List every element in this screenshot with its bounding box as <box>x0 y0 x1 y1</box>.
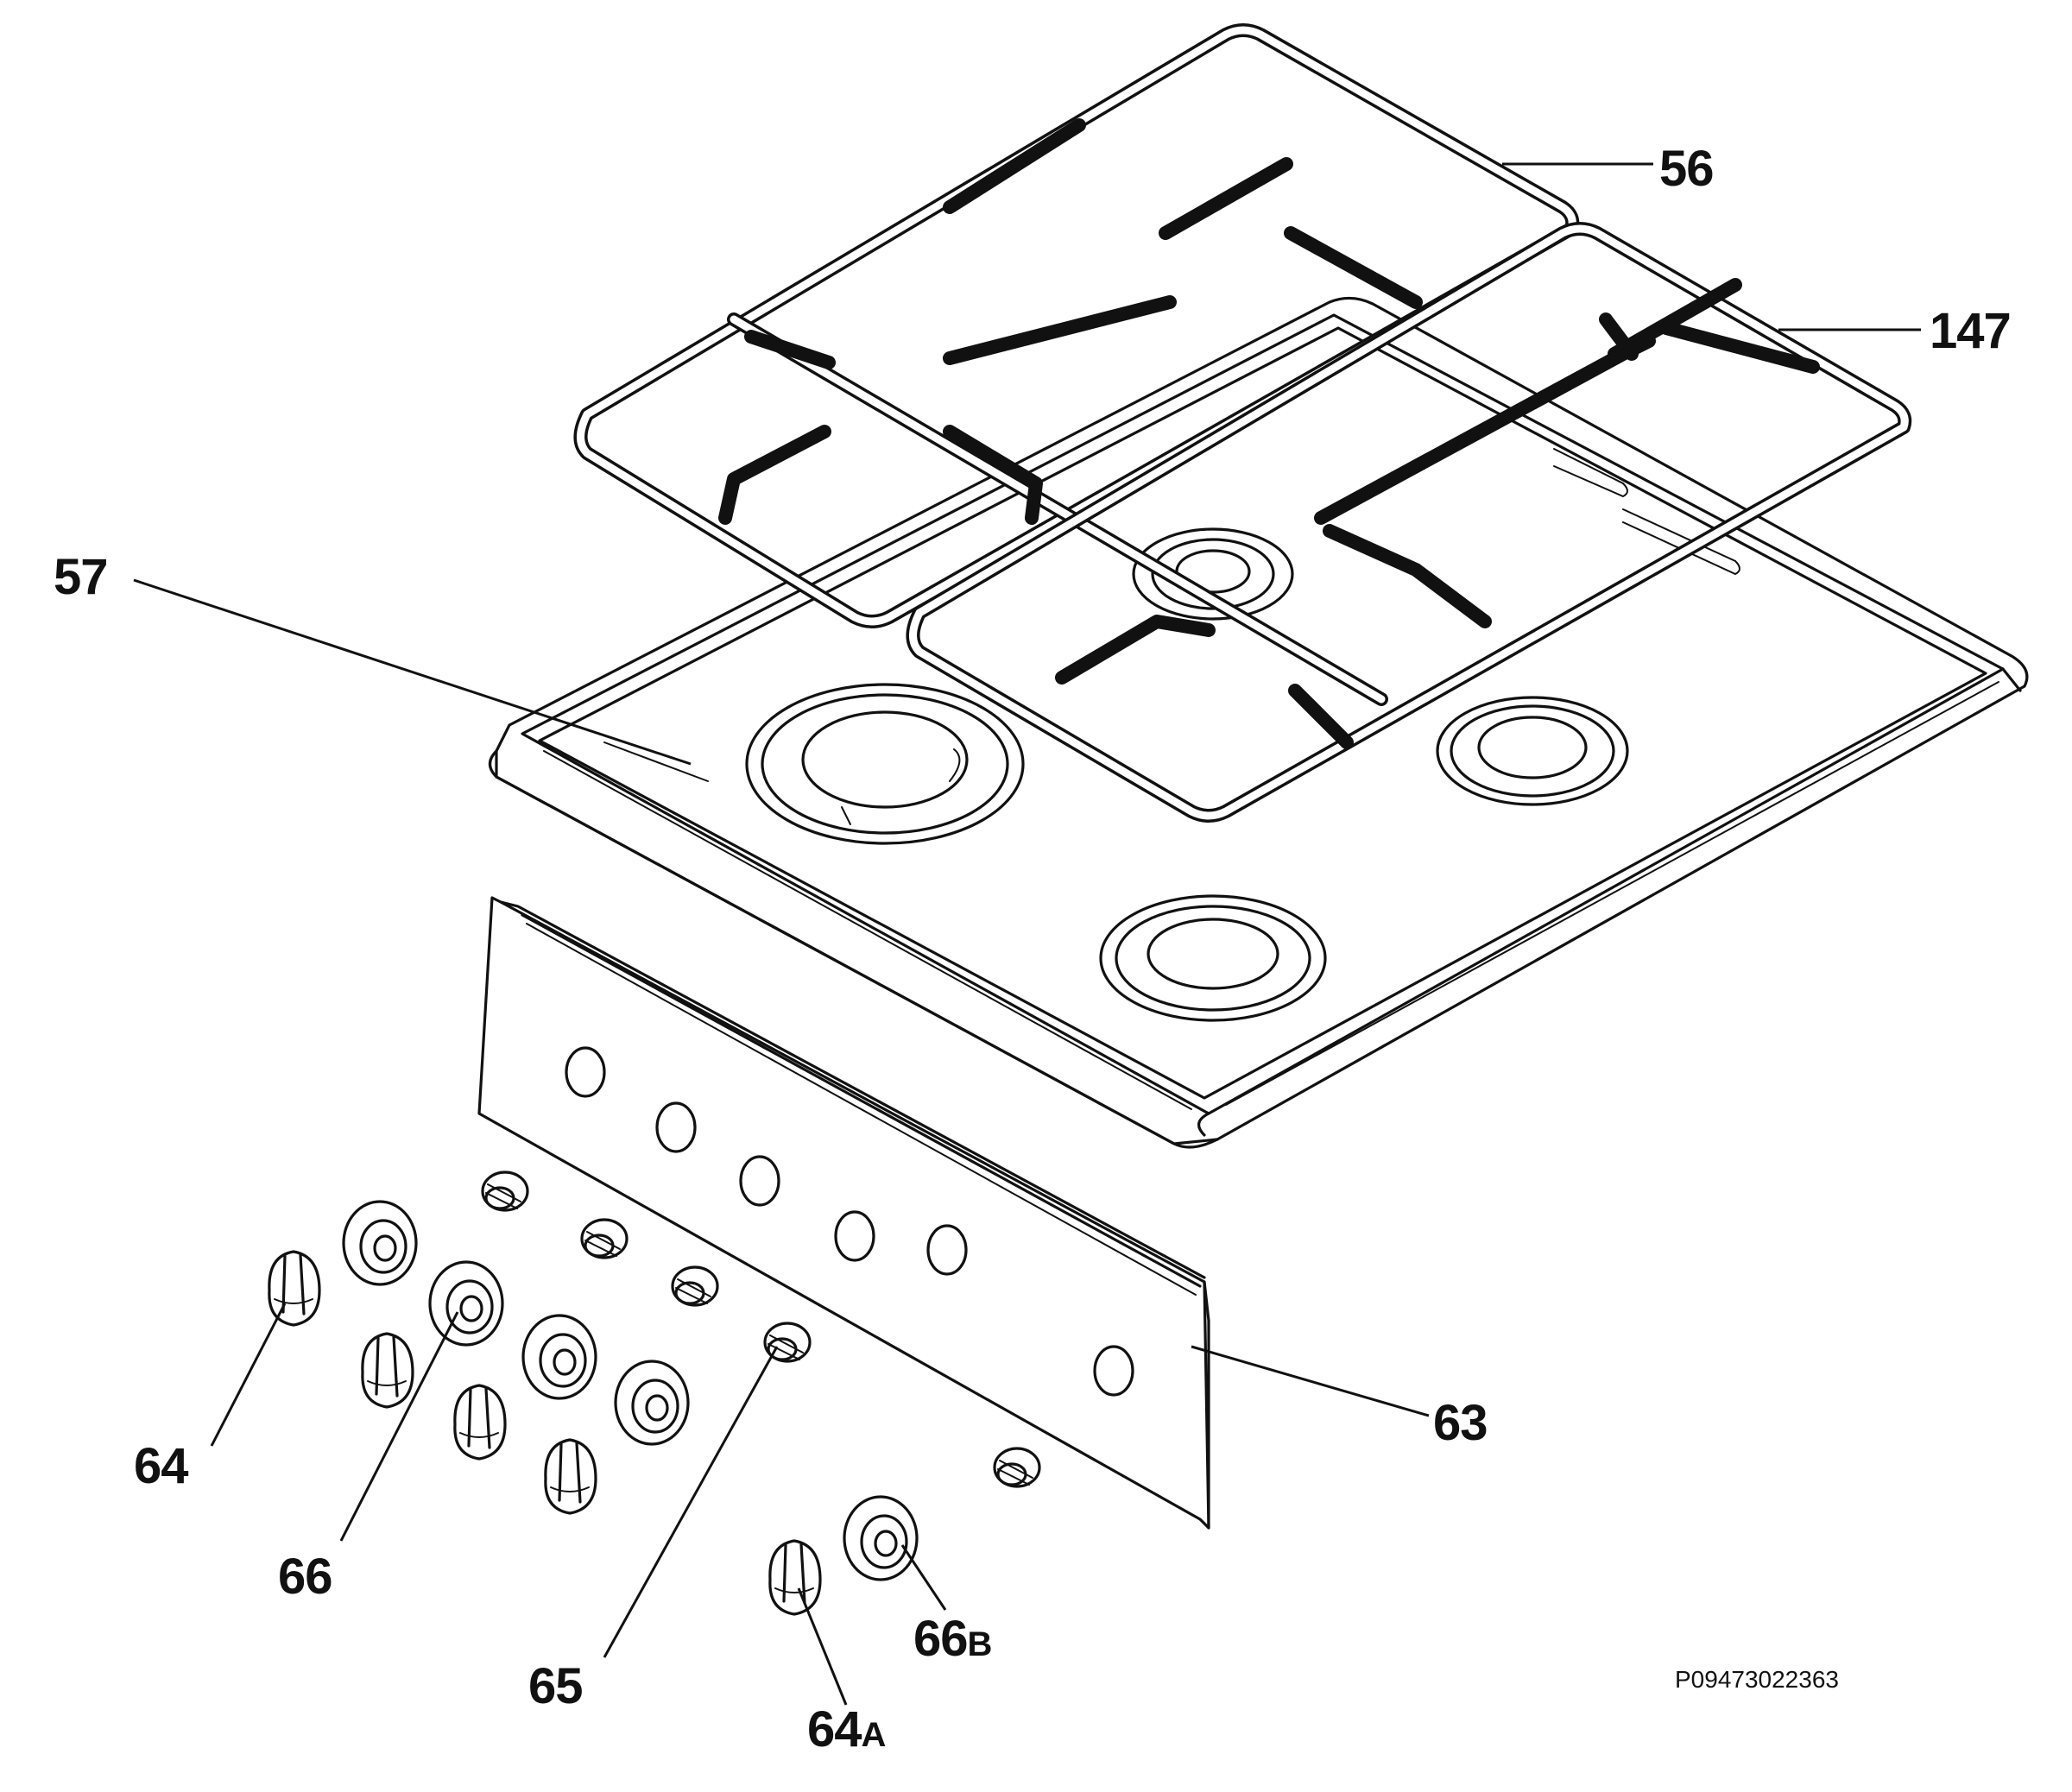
burner-right <box>1436 696 1629 806</box>
callout-66b: 66B <box>913 1611 993 1667</box>
burner-front-center <box>1099 894 1327 1022</box>
callout-66b-suffix: B <box>967 1625 993 1663</box>
leader-64 <box>210 1303 287 1447</box>
callout-65: 65 <box>528 1658 584 1714</box>
leader-64a <box>797 1587 848 1706</box>
callout-64a-suffix: A <box>861 1716 887 1754</box>
callout-147: 147 <box>1930 303 2012 359</box>
pan-support-left <box>573 23 1580 706</box>
callout-57: 57 <box>54 549 109 605</box>
leader-65 <box>603 1346 779 1658</box>
bezel-rings <box>342 1200 919 1581</box>
tap-spindles <box>481 1170 1041 1488</box>
hob-top-panel <box>488 296 2029 1149</box>
leader-66b <box>900 1544 947 1611</box>
callout-66: 66 <box>278 1549 333 1605</box>
callout-66b-number: 66 <box>913 1611 969 1667</box>
callout-64a: 64A <box>807 1705 887 1755</box>
leader-lines <box>133 162 1921 1706</box>
control-knobs <box>268 1250 822 1616</box>
callout-64: 64 <box>134 1438 189 1494</box>
drawing-code: P09473022363 <box>1675 1666 1839 1693</box>
burner-front-left <box>745 683 1025 845</box>
leader-57 <box>133 578 692 766</box>
callout-56: 56 <box>1659 141 1715 197</box>
pan-support-right <box>906 222 1912 823</box>
control-panel <box>477 896 1210 1530</box>
callout-64a-number: 64 <box>807 1701 862 1757</box>
callout-63: 63 <box>1433 1395 1488 1451</box>
leader-66 <box>339 1311 459 1542</box>
leader-63 <box>1191 1345 1430 1417</box>
